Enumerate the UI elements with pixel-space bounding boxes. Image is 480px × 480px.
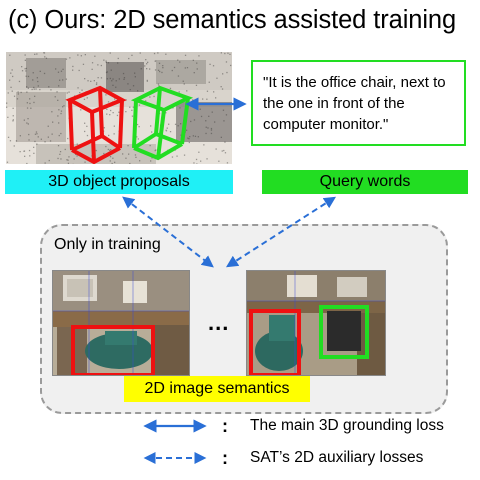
left-red-2d-box <box>71 325 155 375</box>
legend-main-loss-text: The main 3D grounding loss <box>250 417 444 434</box>
more-images-ellipsis: ... <box>208 310 230 335</box>
proposals-aux-arrow <box>122 196 214 268</box>
right-image-view <box>246 270 386 376</box>
image-semantics-label: 2D image semantics <box>124 376 310 402</box>
query-sentence-box: "It is the office chair, next to the one… <box>251 60 466 146</box>
legend-colon-1: : <box>222 416 228 436</box>
query-aux-arrow <box>225 196 337 268</box>
query-words-label: Query words <box>262 170 468 194</box>
right-image-drawing <box>247 271 385 375</box>
figure-title: (c) Ours: 2D semantics assisted training <box>8 6 457 34</box>
red-3d-bounding-box <box>65 85 127 164</box>
right-red-2d-box <box>249 309 301 375</box>
legend-aux-loss-text: SAT’s 2D auxiliary losses <box>250 449 424 466</box>
left-image-view <box>52 270 190 376</box>
legend-colon-2: : <box>222 448 228 468</box>
left-image-drawing <box>53 271 189 375</box>
right-green-2d-box <box>319 305 369 359</box>
proposals-label: 3D object proposals <box>5 170 233 194</box>
